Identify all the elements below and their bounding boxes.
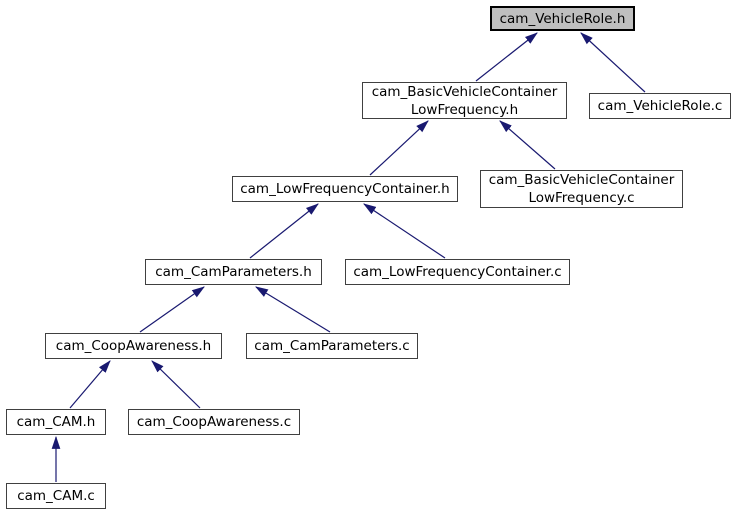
graph-node-cam_CoopAwareness_h[interactable]: cam_CoopAwareness.h bbox=[45, 333, 222, 359]
graph-node-cam_VehicleRole_h[interactable]: cam_VehicleRole.h bbox=[490, 6, 635, 31]
edge-cam_CoopAwareness_c-to-cam_CoopAwareness_h bbox=[151, 360, 201, 409]
edge-cam_CoopAwareness_h-to-cam_CamParameters_h bbox=[139, 286, 205, 333]
node-label: cam_CoopAwareness.c bbox=[136, 414, 292, 430]
graph-node-cam_CAM_h[interactable]: cam_CAM.h bbox=[6, 409, 106, 435]
edge-cam_BasicVehicleContainerLowFrequency_h-to-cam_VehicleRole_h bbox=[475, 32, 538, 82]
node-label: cam_BasicVehicleContainer LowFrequency.c bbox=[488, 172, 675, 206]
graph-node-cam_BasicVehicleContainerLowFrequency_c[interactable]: cam_BasicVehicleContainer LowFrequency.c bbox=[480, 170, 683, 208]
node-label: cam_CamParameters.c bbox=[254, 338, 410, 354]
node-label: cam_LowFrequencyContainer.h bbox=[240, 181, 450, 197]
node-label: cam_CoopAwareness.h bbox=[55, 338, 212, 354]
edge-cam_LowFrequencyContainer_h-to-cam_BasicVehicleContainerLowFrequency_h bbox=[369, 120, 429, 176]
node-label: cam_BasicVehicleContainer LowFrequency.h bbox=[371, 83, 558, 118]
node-label: cam_CAM.c bbox=[17, 488, 95, 504]
graph-node-cam_CamParameters_c[interactable]: cam_CamParameters.c bbox=[246, 333, 418, 359]
edge-group bbox=[51, 32, 646, 482]
edge-cam_CamParameters_c-to-cam_CamParameters_h bbox=[255, 286, 331, 333]
node-label: cam_CAM.h bbox=[16, 414, 96, 430]
edge-cam_BasicVehicleContainerLowFrequency_c-to-cam_BasicVehicleContainerLowFrequency_h bbox=[499, 120, 556, 170]
graph-node-cam_BasicVehicleContainerLowFrequency_h[interactable]: cam_BasicVehicleContainer LowFrequency.h bbox=[362, 82, 567, 119]
node-label: cam_VehicleRole.c bbox=[597, 98, 723, 114]
graph-node-cam_VehicleRole_c[interactable]: cam_VehicleRole.c bbox=[589, 93, 731, 119]
edge-cam_VehicleRole_c-to-cam_VehicleRole_h bbox=[580, 32, 646, 93]
edge-cam_LowFrequencyContainer_c-to-cam_LowFrequencyContainer_h bbox=[363, 203, 446, 259]
graph-node-cam_CamParameters_h[interactable]: cam_CamParameters.h bbox=[145, 259, 322, 285]
graph-node-cam_LowFrequencyContainer_c[interactable]: cam_LowFrequencyContainer.c bbox=[345, 259, 570, 285]
node-label: cam_CamParameters.h bbox=[155, 264, 312, 280]
edge-cam_CAM_h-to-cam_CoopAwareness_h bbox=[69, 360, 111, 409]
edge-cam_CamParameters_h-to-cam_LowFrequencyContainer_h bbox=[249, 203, 319, 259]
node-label: cam_VehicleRole.h bbox=[499, 10, 626, 27]
graph-node-cam_LowFrequencyContainer_h[interactable]: cam_LowFrequencyContainer.h bbox=[232, 176, 458, 202]
node-label: cam_LowFrequencyContainer.c bbox=[353, 264, 562, 280]
graph-node-cam_CAM_c[interactable]: cam_CAM.c bbox=[6, 483, 106, 509]
graph-node-cam_CoopAwareness_c[interactable]: cam_CoopAwareness.c bbox=[128, 409, 300, 435]
